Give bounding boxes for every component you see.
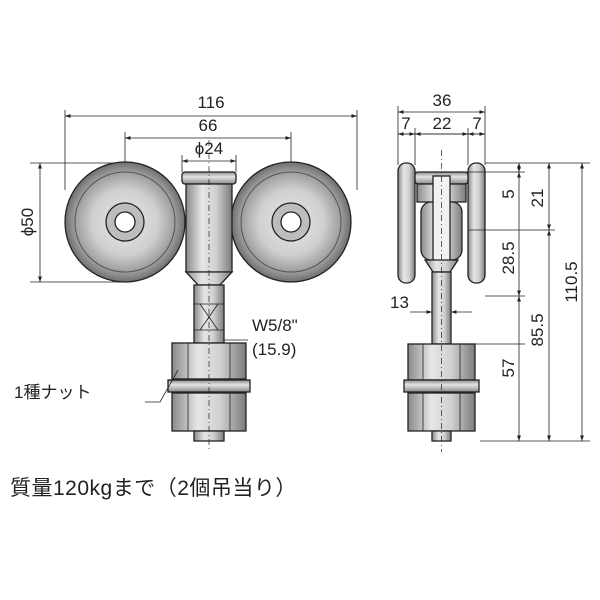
thread-spec-label: W5/8": [252, 316, 298, 335]
dim-phi24-label: ϕ24: [195, 139, 223, 158]
lower-nut: [171, 392, 247, 432]
dim-116-label: 116: [197, 93, 224, 112]
dim-7-right-label: 7: [472, 114, 481, 133]
left-wheel: [64, 161, 186, 283]
dim-5-label: 5: [499, 189, 518, 198]
load-capacity-caption: 質量120kgまで（2個吊当り）: [10, 477, 297, 500]
dim-phi50-label: ϕ50: [18, 208, 37, 236]
side-left-wheel: [397, 162, 416, 284]
dim-66-label: 66: [199, 116, 218, 135]
dim-110-5-label: 110.5: [562, 261, 581, 302]
nut-label: 1種ナット: [14, 383, 91, 402]
front-view: 116 66 ϕ24 ϕ50: [14, 93, 358, 452]
dim-28-5-label: 28.5: [499, 241, 518, 274]
side-right-wheel: [467, 162, 486, 284]
side-view: 36 7 22 7: [390, 91, 590, 452]
dim-85-5-label: 85.5: [528, 313, 547, 346]
thread-size-label: (15.9): [252, 340, 296, 359]
dim-7-left-label: 7: [401, 114, 410, 133]
dim-57-label: 57: [499, 359, 518, 378]
right-wheel: [230, 161, 352, 283]
dim-21-label: 21: [528, 189, 547, 208]
dim-36-label: 36: [433, 91, 452, 110]
dim-22-label: 22: [433, 114, 452, 133]
dim-13-label: 13: [390, 293, 409, 312]
